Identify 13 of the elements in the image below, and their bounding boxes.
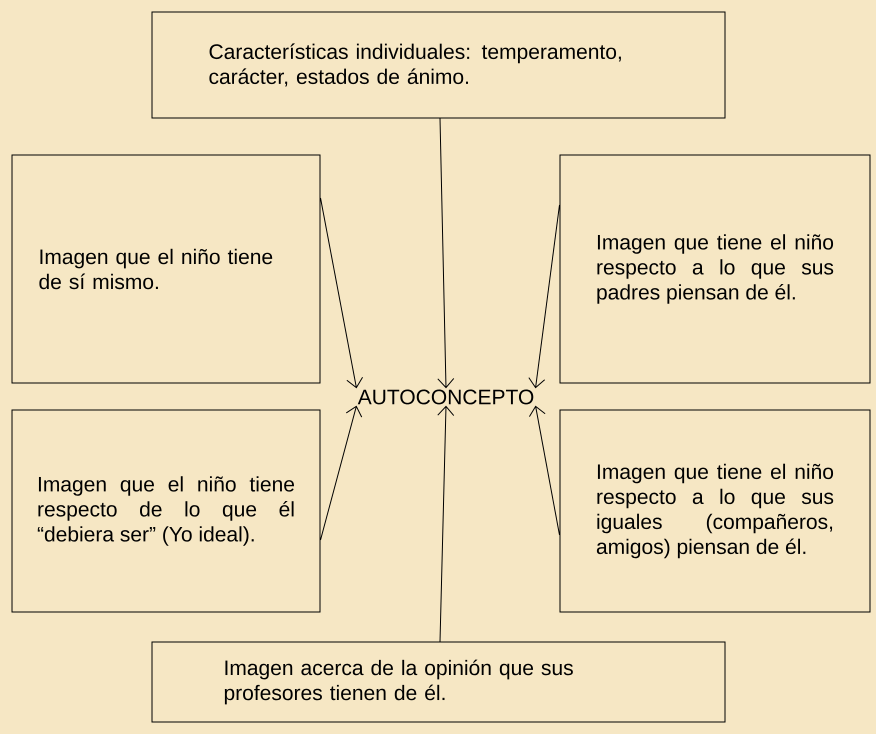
text-box: Imagen que el niño tiene de sí mismo. xyxy=(12,154,320,384)
text-box: Características individuales: temperamento, carácter, estados de ánimo. xyxy=(152,12,726,118)
arrow xyxy=(437,406,454,642)
center-label: AUTOCONCEPTO xyxy=(358,390,534,404)
arrow xyxy=(320,406,362,540)
arrow xyxy=(528,204,560,388)
text-box: Imagen que el niño tiene respecto de lo que él “debiera ser” (Yo ideal). xyxy=(12,409,320,612)
arrow xyxy=(528,406,560,536)
text-box: Imagen que tiene el niño respecto a lo que sus iguales (compañeros, amigos) piensan de él. xyxy=(560,409,870,612)
text-box: Imagen acerca de la opinión que sus profesores tienen de él. xyxy=(152,641,726,722)
text-box: Imagen que tiene el niño respecto a lo que sus padres piensan de él. xyxy=(560,154,870,384)
arrow xyxy=(437,118,454,388)
arrow xyxy=(320,198,364,388)
